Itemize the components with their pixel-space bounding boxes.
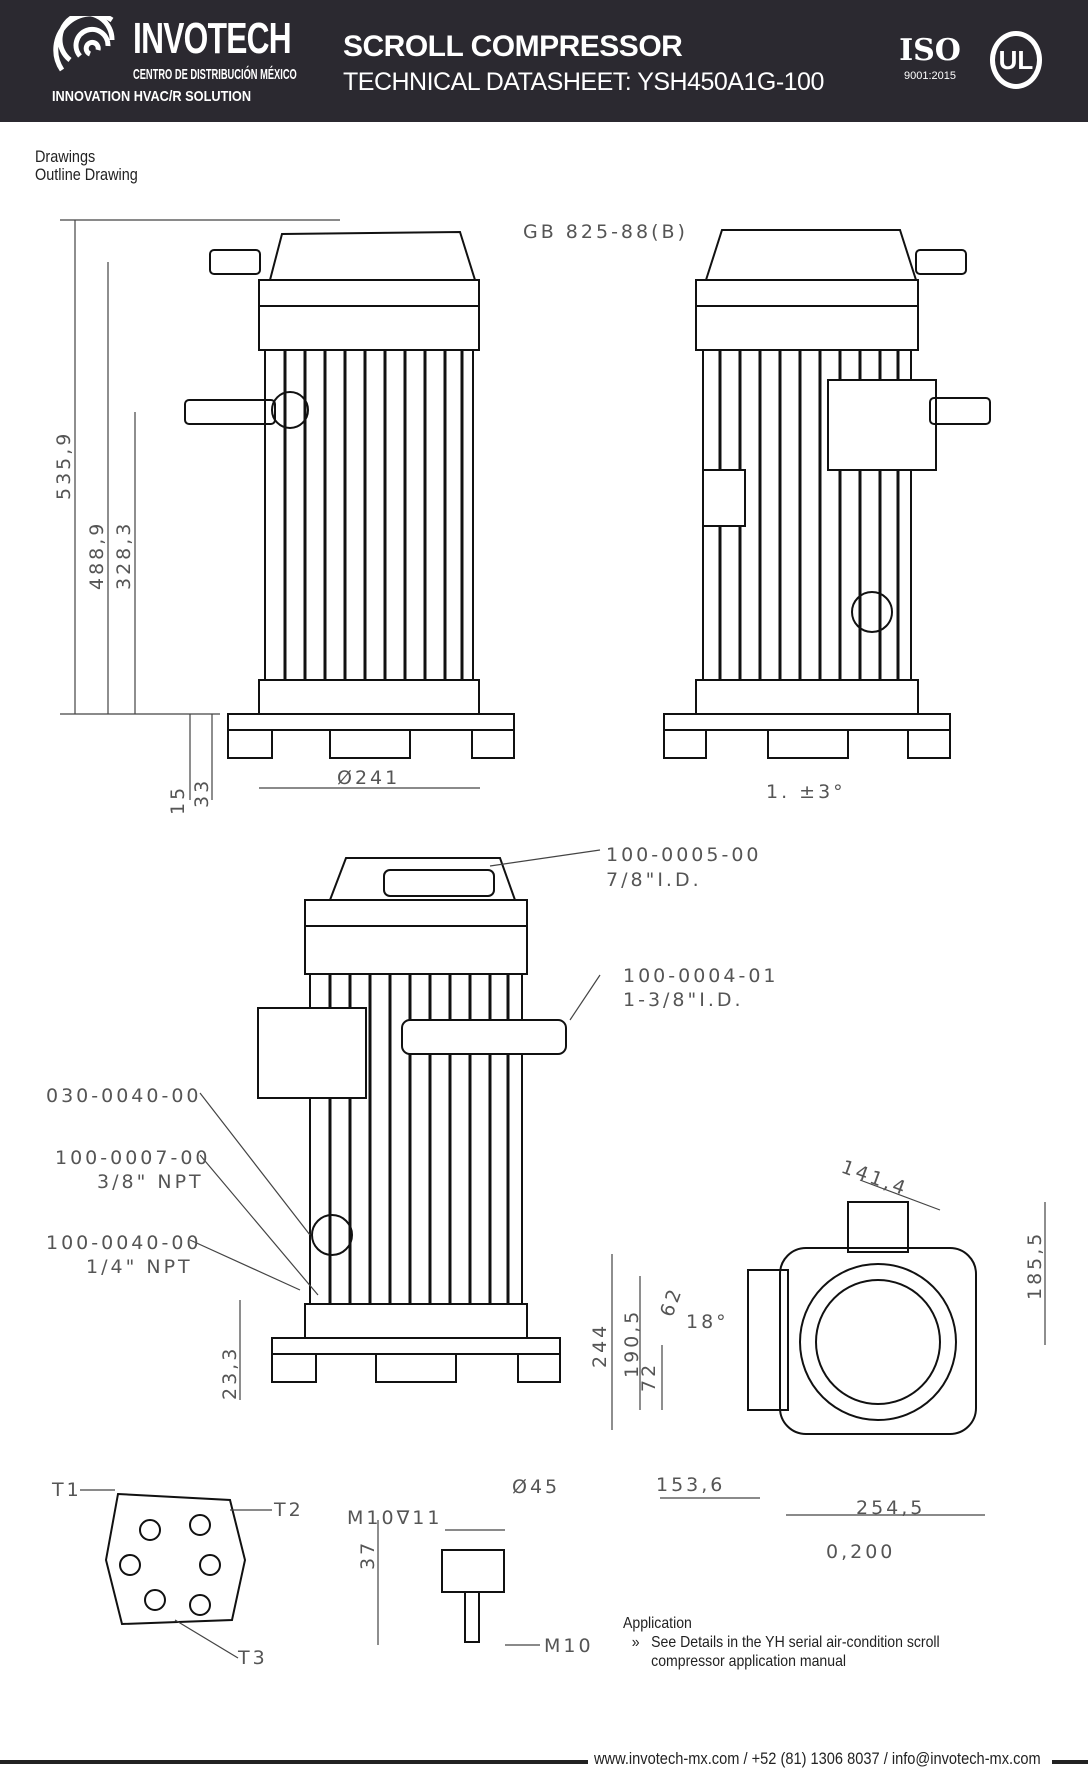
dim-height-total: 535,9 [53, 431, 75, 500]
outline-drawing-heading: Outline Drawing [35, 165, 138, 184]
terminal-t1: T1 [51, 1479, 82, 1501]
header: INVOTECH CENTRO DE DISTRIBUCIÓN MÉXICO I… [0, 0, 1088, 122]
invotech-logo-swirl-icon [53, 16, 115, 72]
discharge-part-number: 100-0005-00 [606, 844, 762, 866]
top-view-compressor [747, 1201, 977, 1435]
terminal-box [104, 1492, 247, 1626]
footer-rule-left [0, 1760, 588, 1764]
part-a-number: 030-0040-00 [46, 1085, 202, 1107]
mounting-bolt [441, 1549, 505, 1643]
dim-244: 244 [589, 1323, 611, 1368]
application-item: » See Details in the YH serial air-condi… [632, 1633, 940, 1671]
brand-name: INVOTECH [133, 14, 292, 63]
part-c-size: 1/4" NPT [86, 1256, 193, 1278]
application-notes: Application » See Details in the YH seri… [623, 1614, 940, 1671]
page-subtitle: TECHNICAL DATASHEET: YSH450A1G-100 [343, 68, 824, 96]
bullet: » [631, 1634, 640, 1651]
brand-tagline: INNOVATION HVAC/R SOLUTION [52, 88, 252, 105]
dim-141: 141,4 [838, 1156, 911, 1200]
ul-certification-logo: UL [990, 31, 1042, 89]
dim-62: 62 [656, 1284, 687, 1320]
dim-mount-height: 23,3 [219, 1346, 241, 1400]
front-view-compressor [184, 230, 515, 759]
terminal-t2: T2 [273, 1499, 304, 1521]
iso-certification-badge: ISO 9001:2015 [895, 30, 965, 94]
terminal-t3: T3 [237, 1647, 268, 1669]
iso-label: ISO [899, 33, 961, 68]
tilt-tolerance: 1. ±3° [766, 781, 846, 803]
footer-contact: www.invotech-mx.com / +52 (81) 1306 8037… [594, 1749, 1041, 1768]
footer: www.invotech-mx.com / +52 (81) 1306 8037… [0, 1749, 1088, 1771]
bolt-size: M10 [544, 1635, 594, 1657]
bolt-thread: M10∇11 [347, 1507, 442, 1529]
dim-height-suction: 488,9 [86, 521, 108, 590]
dim-0200: 0,200 [826, 1541, 895, 1563]
dim-foot: 33 [191, 778, 213, 808]
application-text-line1: See Details in the YH serial air-conditi… [651, 1634, 940, 1651]
application-text-line2: compressor application manual [651, 1653, 847, 1670]
dim-height-discharge: 328,3 [113, 521, 135, 590]
bolt-diameter: Ø45 [512, 1476, 560, 1498]
iso-view-compressor [257, 857, 567, 1383]
dim-72: 72 [638, 1362, 660, 1392]
standard-label: GB 825-88(B) [523, 221, 688, 243]
part-b-number: 100-0007-00 [55, 1147, 211, 1169]
discharge-size: 7/8"I.D. [606, 869, 702, 891]
footer-rule-right [1052, 1760, 1088, 1764]
suction-size: 1-3/8"I.D. [623, 989, 744, 1011]
part-c-number: 100-0040-00 [46, 1232, 202, 1254]
dim-254: 254,5 [856, 1497, 925, 1519]
section-heading: Drawings Outline Drawing [35, 148, 138, 184]
suction-part-number: 100-0004-01 [623, 965, 779, 987]
drawings-heading: Drawings [35, 147, 96, 166]
brand-subtitle: CENTRO DE DISTRIBUCIÓN MÉXICO [133, 66, 297, 83]
dim-190: 190,5 [621, 1309, 643, 1378]
dim-angle: 18° [686, 1311, 729, 1333]
application-heading: Application [623, 1615, 692, 1632]
dim-base: 15 [167, 785, 189, 815]
dim-153: 153,6 [656, 1474, 725, 1496]
part-b-size: 3/8" NPT [97, 1171, 204, 1193]
side-view-compressor [663, 229, 991, 759]
dim-185: 185,5 [1024, 1231, 1046, 1300]
dim-diameter: Ø241 [337, 767, 400, 789]
dimension-lines [60, 219, 1046, 1659]
page-title: SCROLL COMPRESSOR [343, 30, 683, 63]
bolt-height: 37 [357, 1540, 379, 1570]
iso-number: 9001:2015 [904, 70, 956, 82]
